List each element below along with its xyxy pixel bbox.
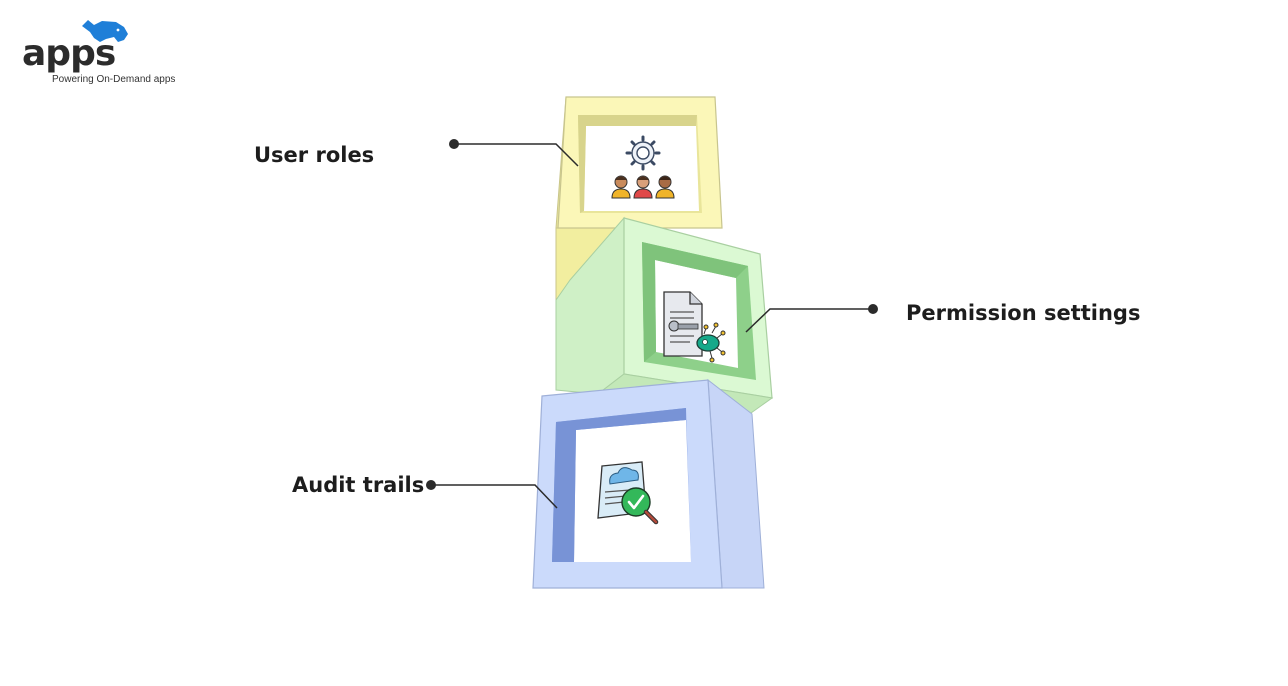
brand-tagline: Powering On-Demand apps — [52, 74, 176, 85]
document-key-icon — [663, 291, 726, 363]
users-settings-icon — [611, 135, 675, 199]
block-audit-trails — [532, 378, 765, 589]
label-user-roles: User roles — [254, 143, 375, 167]
callout-user-roles — [449, 139, 579, 167]
brand-wordmark: apps — [22, 33, 116, 74]
rhino-icon — [82, 20, 128, 42]
callout-audit-trails — [426, 480, 558, 509]
callout-permission-settings — [745, 304, 878, 333]
label-audit-trails: Audit trails — [292, 473, 425, 497]
block-user-roles — [555, 96, 723, 301]
cloud-document-check-icon — [597, 461, 659, 525]
block-permission-settings — [555, 216, 774, 419]
brand-logo: apps Powering On-Demand apps — [20, 18, 190, 90]
label-permission-settings: Permission settings — [906, 301, 1141, 325]
